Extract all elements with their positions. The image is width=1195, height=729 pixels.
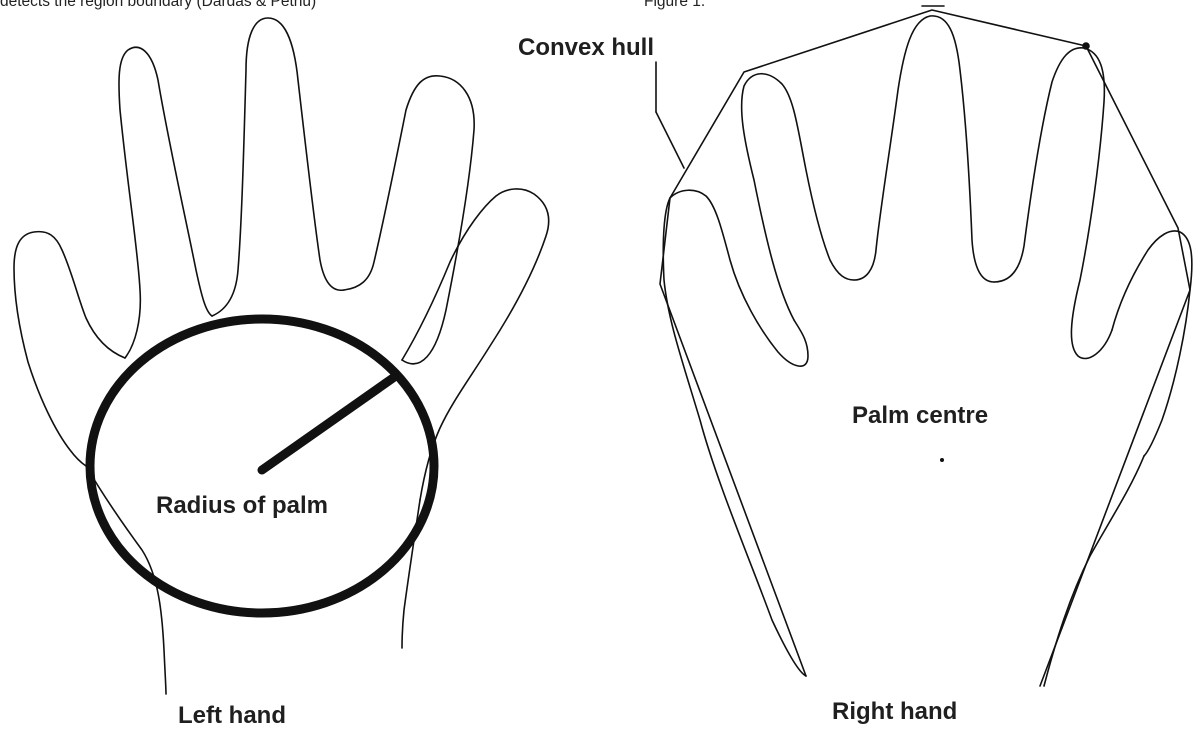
right-hand-right-wrist bbox=[1044, 456, 1144, 686]
palm-radius-line bbox=[262, 378, 393, 470]
right-hand-outline bbox=[663, 16, 1192, 686]
palm-centre-label: Palm centre bbox=[852, 404, 988, 428]
convex-hull-line bbox=[660, 10, 1190, 686]
left-hand-thumb bbox=[402, 189, 549, 500]
right-hand-pinky bbox=[1112, 231, 1192, 456]
right-hand-thumb-outer bbox=[663, 198, 806, 676]
palm-radius-circle-group bbox=[90, 319, 434, 613]
right-hand-label: Right hand bbox=[832, 700, 957, 724]
hull-vertex-dot bbox=[1083, 43, 1089, 49]
convex-hull-label: Convex hull bbox=[518, 36, 654, 60]
left-hand-middle-finger bbox=[212, 18, 344, 316]
right-hand-index-finger bbox=[742, 74, 854, 320]
top-right-caption: Figure 1. bbox=[644, 0, 705, 10]
convex-hull-pointer-diagonal bbox=[656, 112, 684, 168]
radius-of-palm-label: Radius of palm bbox=[156, 494, 328, 518]
left-hand-outline bbox=[14, 18, 549, 694]
right-hand-ring-finger bbox=[994, 48, 1112, 359]
left-hand-ring-finger bbox=[119, 47, 212, 358]
right-hand-middle-finger bbox=[854, 16, 994, 282]
left-hand-pinky bbox=[14, 232, 125, 466]
palm-centre-dot bbox=[940, 458, 944, 462]
right-hand-thumb bbox=[670, 190, 808, 366]
left-hand-index-finger bbox=[344, 76, 474, 364]
top-left-caption: detects the region boundary (Dardas & Pe… bbox=[0, 0, 316, 10]
left-hand-label: Left hand bbox=[178, 704, 286, 728]
convex-hull-polygon bbox=[656, 6, 1190, 686]
